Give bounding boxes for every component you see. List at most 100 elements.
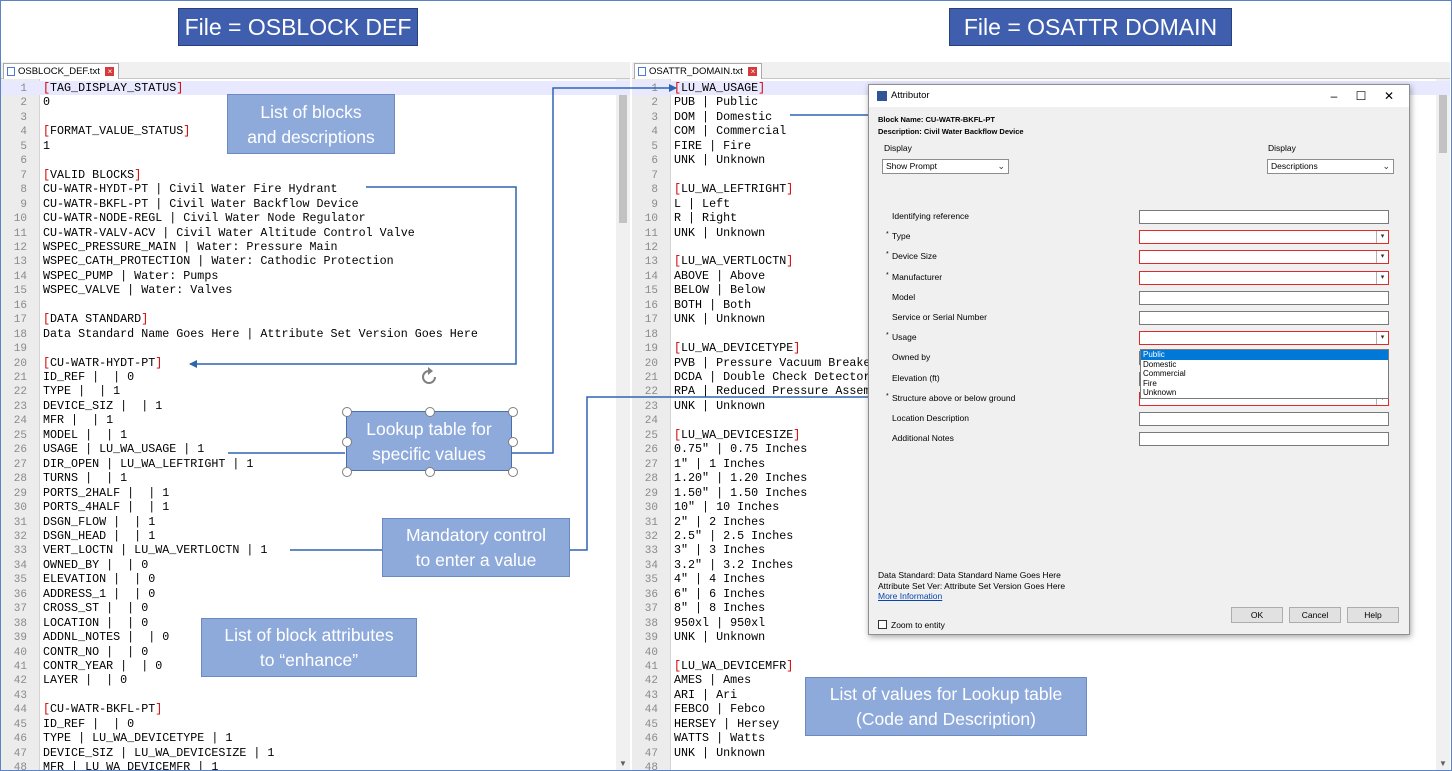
close-tab-icon[interactable]: × xyxy=(105,66,115,76)
code-line[interactable]: 7 xyxy=(632,168,1450,182)
resize-handle[interactable] xyxy=(342,407,352,417)
usage-option[interactable]: Domestic xyxy=(1143,359,1177,369)
display-mode-select[interactable]: Show Prompt ⌄ xyxy=(882,159,1009,174)
code-line[interactable]: 4[FORMAT_VALUE_STATUS] xyxy=(1,124,630,138)
zoom-to-entity-checkbox[interactable] xyxy=(878,620,887,629)
code-line[interactable]: 20[CU-WATR-HYDT-PT] xyxy=(1,356,630,370)
usage-dropdown-list[interactable]: Public Domestic Commercial Fire Unknown xyxy=(1140,349,1389,399)
dropdown-arrow-icon[interactable]: ▾ xyxy=(1376,271,1388,284)
attribute-input[interactable] xyxy=(1139,311,1389,325)
dropdown-arrow-icon[interactable]: ▾ xyxy=(1376,251,1388,264)
code-line[interactable]: 16 xyxy=(1,298,630,312)
tab-osblock-def[interactable]: OSBLOCK_DEF.txt × xyxy=(3,63,120,79)
code-line[interactable]: 25[LU_WA_DEVICESIZE] xyxy=(632,428,1450,442)
rotate-handle-icon[interactable] xyxy=(418,366,440,388)
more-information-link[interactable]: More Information xyxy=(878,591,943,601)
code-line[interactable]: 41[LU_WA_DEVICEMFR] xyxy=(632,659,1450,673)
tab-osattr-domain[interactable]: OSATTR_DOMAIN.txt × xyxy=(634,63,763,79)
attribute-dropdown[interactable]: ▾ xyxy=(1139,270,1389,285)
resize-handle[interactable] xyxy=(342,437,352,447)
code-line[interactable]: 12 xyxy=(632,240,1450,254)
usage-option[interactable]: Fire xyxy=(1143,378,1157,388)
minimize-icon[interactable]: – xyxy=(1330,89,1338,103)
code-line[interactable]: 1[TAG_DISPLAY_STATUS] xyxy=(1,81,630,96)
code-line[interactable]: 43 xyxy=(1,688,630,702)
code-line[interactable]: 6 xyxy=(1,153,630,167)
resize-handle[interactable] xyxy=(508,467,518,477)
code-line[interactable]: 17[DATA STANDARD] xyxy=(1,312,630,326)
resize-handle[interactable] xyxy=(425,407,435,417)
code-line[interactable]: 44[CU-WATR-BKFL-PT] xyxy=(1,702,630,716)
code-line[interactable]: 40 xyxy=(632,645,1450,659)
attribute-input[interactable] xyxy=(1139,432,1389,447)
attribute-dropdown[interactable]: ▾ xyxy=(1139,331,1389,346)
close-icon[interactable]: ✕ xyxy=(1383,89,1395,103)
attribute-input[interactable] xyxy=(1139,412,1389,426)
cancel-button[interactable]: Cancel xyxy=(1289,607,1341,623)
usage-option[interactable]: Commercial xyxy=(1143,369,1186,379)
attribute-dropdown[interactable]: ▾ xyxy=(1139,250,1389,265)
scroll-thumb[interactable] xyxy=(619,93,627,223)
code-line[interactable]: 13[LU_WA_VERTLOCTN] xyxy=(632,254,1450,268)
close-tab-icon[interactable]: × xyxy=(748,66,758,76)
code-line[interactable]: 48 xyxy=(632,760,1450,770)
scroll-thumb[interactable] xyxy=(1439,93,1447,153)
code-line[interactable]: 19 xyxy=(1,341,630,355)
code-line[interactable]: 7[VALID BLOCKS] xyxy=(1,168,630,182)
code-line[interactable]: 8[LU_WA_LEFTRIGHT] xyxy=(632,182,1450,196)
dropdown-arrow-icon[interactable]: ▾ xyxy=(1376,231,1388,244)
code-line[interactable]: 19[LU_WA_DEVICETYPE] xyxy=(632,341,1450,355)
resize-handle[interactable] xyxy=(508,437,518,447)
